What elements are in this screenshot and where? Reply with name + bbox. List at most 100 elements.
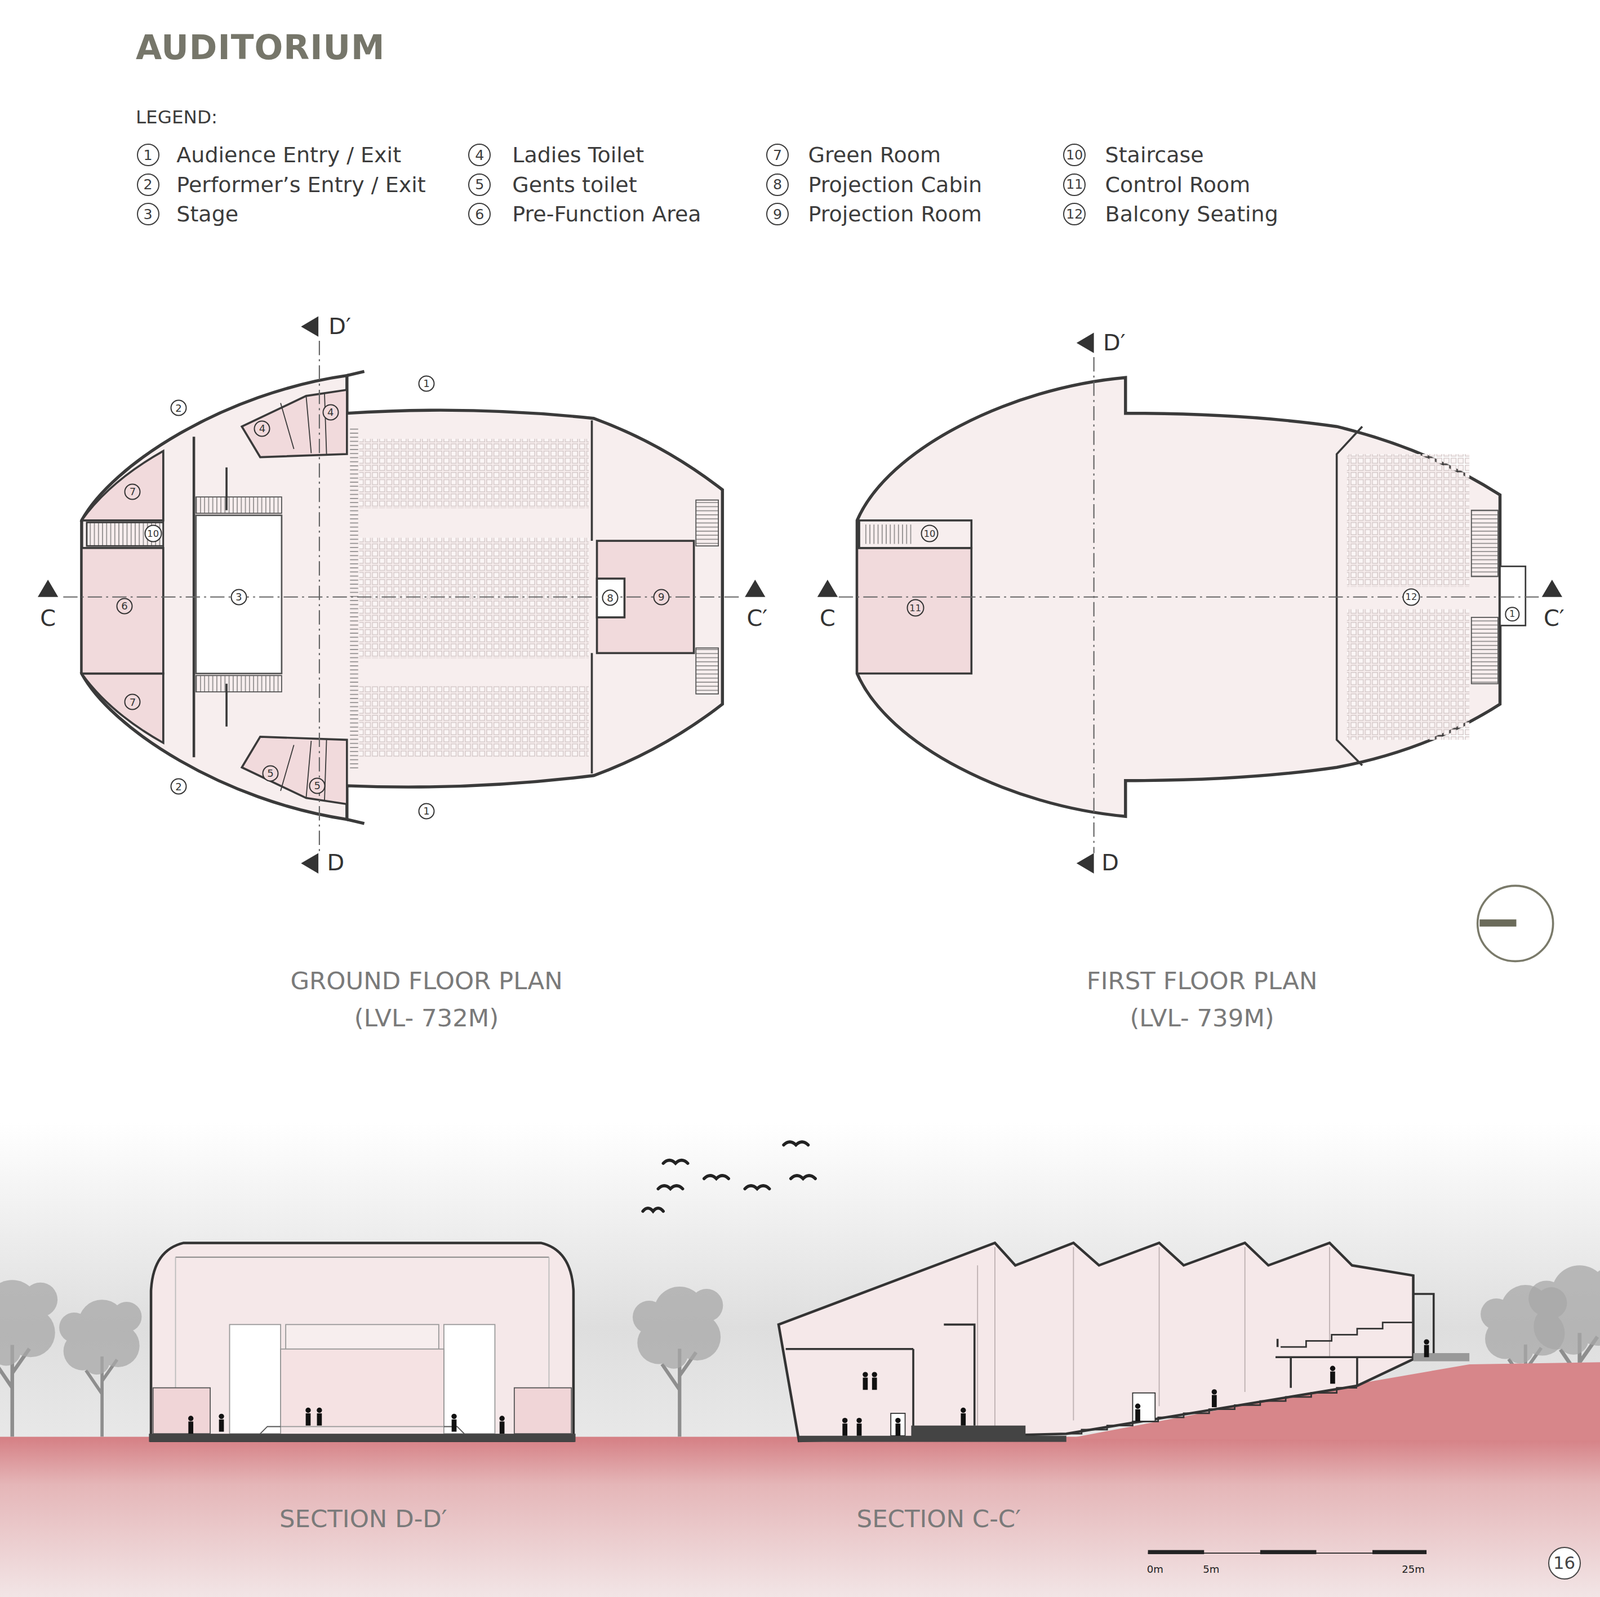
plan-level: (LVL- 732M) <box>354 1006 499 1031</box>
drawing-use <box>1135 1403 1141 1422</box>
drawing-path <box>347 371 365 376</box>
legend-heading: LEGEND: <box>135 108 218 127</box>
legend-number: 12 <box>1063 202 1086 226</box>
legend-text: Stage <box>176 203 239 225</box>
drawing-path <box>744 1185 770 1189</box>
legend-text: Gents toilet <box>512 174 637 196</box>
drawing-line <box>1073 1247 1075 1421</box>
drawing-rect <box>359 685 590 758</box>
drawing-path <box>704 1175 729 1179</box>
drawing-g <box>642 1141 816 1212</box>
drawing-use <box>499 1415 505 1434</box>
drawing-rect <box>695 500 719 547</box>
drawing-path <box>783 1141 808 1145</box>
drawing-path <box>1280 1322 1413 1348</box>
drawing-use <box>218 1414 224 1433</box>
drawing-path <box>1066 1388 1358 1435</box>
drawing-rect <box>1479 919 1517 927</box>
section-marker: D <box>327 851 345 875</box>
drawing-use <box>188 1415 194 1434</box>
drawing-path <box>260 1426 465 1434</box>
callout-number: 4 <box>322 403 339 421</box>
drawing-line <box>1093 357 1095 853</box>
drawing-line <box>1244 1247 1246 1393</box>
drawing-path <box>658 1185 683 1189</box>
drawing-path <box>790 1175 816 1179</box>
scale-label: 0m <box>1147 1564 1164 1575</box>
drawing-path <box>778 1242 1414 1441</box>
section-marker: D <box>1101 851 1119 875</box>
drawing-path <box>785 1324 975 1442</box>
drawing-path <box>856 377 1500 817</box>
callout-number: 7 <box>124 483 141 501</box>
callout-number: 5 <box>309 777 326 794</box>
legend-text: Projection Room <box>807 203 982 225</box>
legend-text: Balcony Seating <box>1105 203 1279 225</box>
legend-number: 9 <box>766 202 789 226</box>
drawing-line <box>175 1257 177 1389</box>
page-number: 16 <box>1548 1547 1581 1580</box>
drawing-path <box>241 389 348 458</box>
legend-number: 4 <box>468 143 491 167</box>
callout-number: 7 <box>124 694 141 711</box>
drawing-rect <box>859 520 972 549</box>
drawing-path <box>642 1208 664 1212</box>
callout-number: 4 <box>254 420 271 437</box>
drawing-polygon <box>1541 579 1563 598</box>
drawing-line <box>838 596 1541 598</box>
drawing-rect <box>1372 1550 1427 1555</box>
callout-number: 6 <box>116 597 133 615</box>
drawing-rect <box>196 675 282 692</box>
drawing-rect <box>695 647 719 695</box>
drawing-rect <box>443 1324 496 1434</box>
drawing-rect <box>81 548 164 674</box>
drawing-use <box>862 1371 868 1390</box>
drawing-use <box>0 1280 58 1437</box>
section-marker: C <box>40 607 56 630</box>
drawing-use <box>1211 1389 1217 1408</box>
section-title: SECTION D-D′ <box>279 1507 448 1532</box>
callout-number: 10 <box>921 525 939 543</box>
scale-label: 5m <box>1202 1564 1220 1575</box>
drawing-path <box>150 1242 574 1441</box>
legend-number: 10 <box>1063 143 1086 167</box>
drawing-rect <box>1471 617 1499 684</box>
drawing-line <box>590 420 594 541</box>
drawing-rect <box>1413 1353 1470 1362</box>
drawing-polygon <box>1076 332 1095 354</box>
drawing-use <box>872 1371 878 1390</box>
drawing-circle <box>1477 885 1554 962</box>
drawing-line <box>63 596 741 598</box>
drawing-rect <box>148 1433 576 1442</box>
drawing-rect <box>359 538 590 659</box>
drawing-use <box>316 1407 322 1426</box>
drawing-path <box>81 375 723 820</box>
drawing-rect <box>1148 1550 1205 1555</box>
callout-number: 3 <box>230 588 247 606</box>
drawing-rect <box>196 496 282 514</box>
drawing-rect <box>1471 510 1499 577</box>
drawing-rect <box>196 515 282 674</box>
page-title: AUDITORIUM <box>135 30 386 65</box>
section-marker: D′ <box>1103 331 1126 355</box>
section-marker: D′ <box>328 315 351 339</box>
drawing-rect <box>856 548 972 674</box>
drawing-rect <box>890 1413 905 1437</box>
drawing-rect <box>1347 609 1470 740</box>
legend-number: 11 <box>1063 173 1086 197</box>
drawing-path <box>225 467 228 727</box>
callout-number: 5 <box>261 765 279 782</box>
plan-title: FIRST FLOOR PLAN <box>1086 969 1318 994</box>
drawing-path <box>81 673 164 744</box>
drawing-rect <box>229 1324 282 1434</box>
callout-number: 2 <box>170 778 187 795</box>
legend-text: Audience Entry / Exit <box>176 144 402 166</box>
legend-text: Control Room <box>1105 174 1251 196</box>
drawing-rect <box>285 1324 439 1349</box>
callout-number: 1 <box>418 375 435 393</box>
drawing-use <box>1423 1339 1429 1358</box>
drawing-path <box>347 819 365 824</box>
drawing-rect <box>597 578 625 618</box>
drawing-use <box>1330 1366 1336 1385</box>
